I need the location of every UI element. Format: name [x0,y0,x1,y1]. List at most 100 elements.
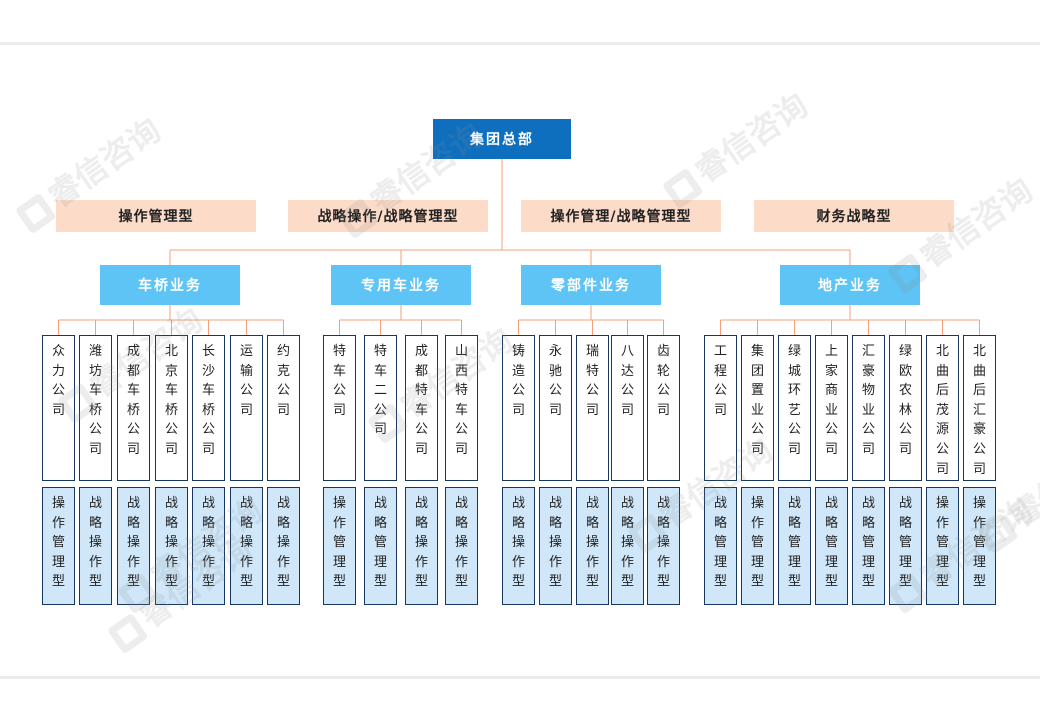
company-box: 北曲后汇豪公司 [963,335,996,481]
company-box-text: 齿轮公司 [656,344,670,418]
management-type-box: 操作管理型 [926,487,959,605]
company-box-text: 众力公司 [51,344,65,418]
management-type-box: 操作管理型 [963,487,996,605]
company-box-text: 绿城环艺公司 [787,344,801,457]
management-type-box: 战略操作型 [155,487,188,605]
management-type-box-text: 战略操作型 [656,496,670,590]
company-box-text: 上家商业公司 [824,344,838,457]
company-box: 铸造公司 [502,335,535,481]
division-box: 零部件业务 [521,265,661,305]
management-type-box: 战略操作型 [647,487,680,605]
top-rule [0,42,1040,45]
management-type-box: 战略操作型 [576,487,609,605]
division-box: 专用车业务 [331,265,471,305]
company-box: 绿城环艺公司 [778,335,811,481]
company-box: 北京车桥公司 [155,335,188,481]
management-type-box-text: 战略管理型 [898,496,912,590]
management-type-box: 战略操作型 [539,487,572,605]
management-type-box: 战略操作型 [79,487,112,605]
management-type-box: 战略操作型 [611,487,644,605]
management-type-box: 战略管理型 [364,487,397,605]
management-type-box-text: 战略操作型 [239,496,253,590]
division-box: 地产业务 [780,265,920,305]
company-box-text: 集团置业公司 [750,344,764,457]
management-type-box: 操作管理型 [323,487,356,605]
company-box: 长沙车桥公司 [192,335,225,481]
management-type-box: 战略操作型 [502,487,535,605]
management-type-box-text: 战略操作型 [620,496,634,590]
management-type-box-text: 战略管理型 [861,496,875,590]
division-box: 车桥业务 [100,265,240,305]
company-box-text: 北曲后茂源公司 [935,344,949,477]
company-box-text: 永驰公司 [548,344,562,418]
management-type-box: 战略管理型 [778,487,811,605]
management-type-box-text: 操作管理型 [935,496,949,590]
company-box: 众力公司 [42,335,75,481]
management-type-label: 操作管理/战略管理型 [521,200,721,232]
company-box-text: 八达公司 [620,344,634,418]
company-box: 八达公司 [611,335,644,481]
management-type-box-text: 战略操作型 [585,496,599,590]
company-box-text: 成都特车公司 [414,344,428,457]
management-type-label: 财务战略型 [754,200,954,232]
management-type-box-text: 战略管理型 [824,496,838,590]
company-box: 汇豪物业公司 [852,335,885,481]
management-type-box: 战略操作型 [405,487,438,605]
management-type-box-text: 战略操作型 [414,496,428,590]
management-type-box: 战略管理型 [704,487,737,605]
management-type-box-text: 战略操作型 [88,496,102,590]
company-box-text: 山西特车公司 [454,344,468,457]
company-box-text: 北曲后汇豪公司 [972,344,986,477]
company-box-text: 运输公司 [239,344,253,418]
company-box-text: 铸造公司 [511,344,525,418]
management-type-label: 战略操作/战略管理型 [288,200,488,232]
company-box: 约克公司 [267,335,300,481]
management-type-box: 战略操作型 [445,487,478,605]
company-box-text: 成都车桥公司 [126,344,140,457]
management-type-box-text: 战略管理型 [787,496,801,590]
company-box-text: 约克公司 [276,344,290,418]
management-type-box-text: 操作管理型 [972,496,986,590]
company-box: 集团置业公司 [741,335,774,481]
company-box: 工程公司 [704,335,737,481]
management-type-box-text: 战略操作型 [126,496,140,590]
management-type-box-text: 操作管理型 [750,496,764,590]
company-box: 特车公司 [323,335,356,481]
company-box-text: 潍坊车桥公司 [88,344,102,457]
headquarters-box: 集团总部 [433,119,571,159]
company-box-text: 瑞特公司 [585,344,599,418]
company-box-text: 北京车桥公司 [164,344,178,457]
management-type-box: 战略操作型 [230,487,263,605]
company-box: 北曲后茂源公司 [926,335,959,481]
company-box: 瑞特公司 [576,335,609,481]
management-type-box: 操作管理型 [42,487,75,605]
management-type-box-text: 战略操作型 [276,496,290,590]
management-type-box-text: 战略管理型 [713,496,727,590]
company-box: 成都特车公司 [405,335,438,481]
management-type-box: 战略操作型 [192,487,225,605]
company-box: 齿轮公司 [647,335,680,481]
management-type-box-text: 操作管理型 [332,496,346,590]
management-type-box: 战略管理型 [815,487,848,605]
management-type-label: 操作管理型 [56,200,256,232]
company-box-text: 工程公司 [713,344,727,418]
management-type-box-text: 战略操作型 [164,496,178,590]
company-box-text: 长沙车桥公司 [201,344,215,457]
management-type-box-text: 战略操作型 [548,496,562,590]
management-type-box: 战略操作型 [267,487,300,605]
management-type-box-text: 操作管理型 [51,496,65,590]
management-type-box: 战略管理型 [852,487,885,605]
company-box: 绿欧农林公司 [889,335,922,481]
management-type-box: 战略操作型 [117,487,150,605]
company-box: 上家商业公司 [815,335,848,481]
company-box-text: 绿欧农林公司 [898,344,912,457]
company-box: 永驰公司 [539,335,572,481]
company-box: 运输公司 [230,335,263,481]
company-box-text: 特车二公司 [373,344,387,438]
company-box-text: 特车公司 [332,344,346,418]
management-type-box-text: 战略操作型 [454,496,468,590]
company-box: 成都车桥公司 [117,335,150,481]
management-type-box: 操作管理型 [741,487,774,605]
